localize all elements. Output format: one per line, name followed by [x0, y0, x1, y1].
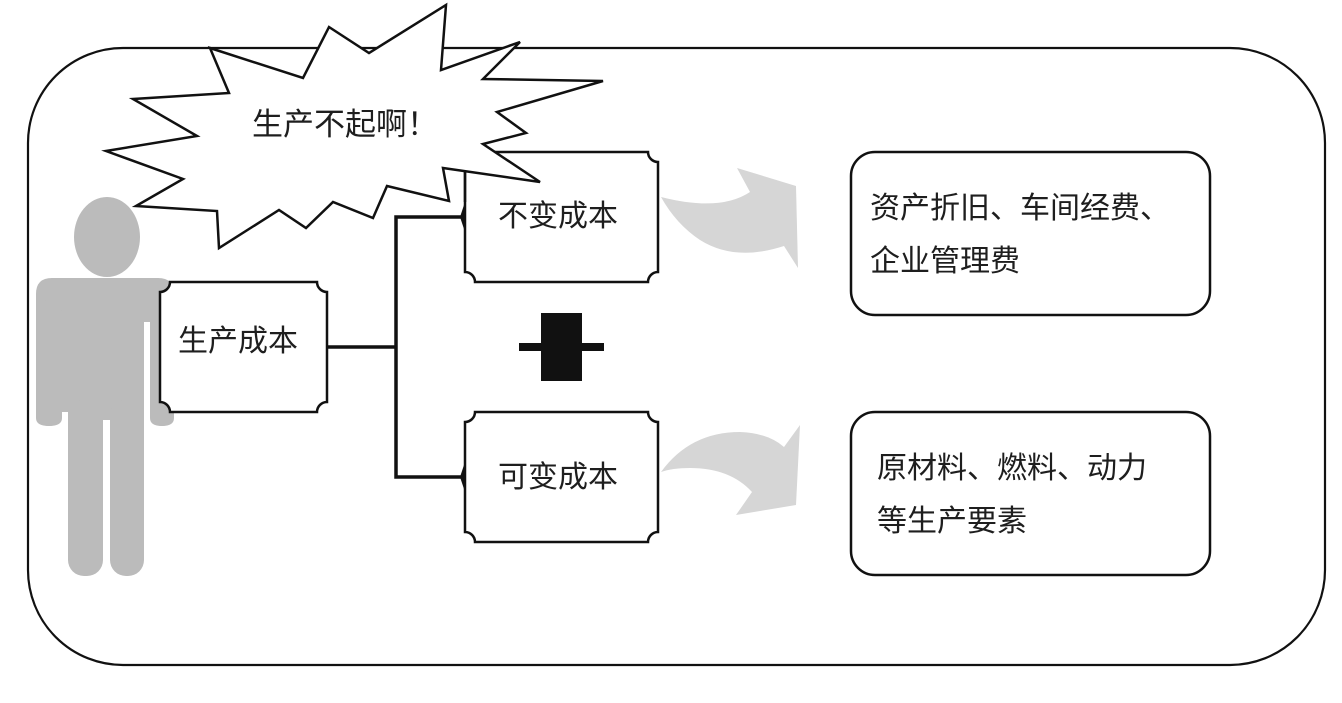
person-icon [36, 197, 174, 576]
person-right-leg [110, 400, 144, 576]
detail-text-fixed: 资产折旧、车间经费、 企业管理费 [870, 182, 1170, 288]
curved-arrow-icon-bottom [661, 425, 800, 515]
detail-line: 等生产要素 [877, 504, 1027, 539]
branch-label-variable: 可变成本 [498, 460, 618, 495]
person-body-core [68, 290, 144, 420]
curved-arrow-icon-top [661, 168, 798, 268]
connector-trunk [394, 215, 465, 479]
root-node-label: 生产成本 [178, 324, 298, 359]
root-node-box [158, 280, 329, 414]
detail-line: 原材料、燃料、动力 [877, 451, 1147, 486]
detail-line: 企业管理费 [870, 244, 1020, 279]
detail-box-fixed [849, 150, 1212, 317]
detail-box-variable [849, 410, 1212, 577]
branch-box-variable [463, 410, 660, 544]
speech-burst-icon [101, 2, 604, 251]
plus-icon [519, 313, 604, 381]
person-left-arm [36, 300, 62, 426]
detail-line: 资产折旧、车间经费、 [870, 191, 1170, 226]
person-left-leg [68, 400, 103, 576]
connector [327, 215, 465, 479]
burst-text: 生产不起啊！ [252, 107, 438, 143]
plus-block [541, 313, 582, 381]
detail-text-variable: 原材料、燃料、动力 等生产要素 [877, 442, 1147, 548]
branch-label-fixed: 不变成本 [498, 199, 618, 234]
person-head [74, 197, 140, 277]
